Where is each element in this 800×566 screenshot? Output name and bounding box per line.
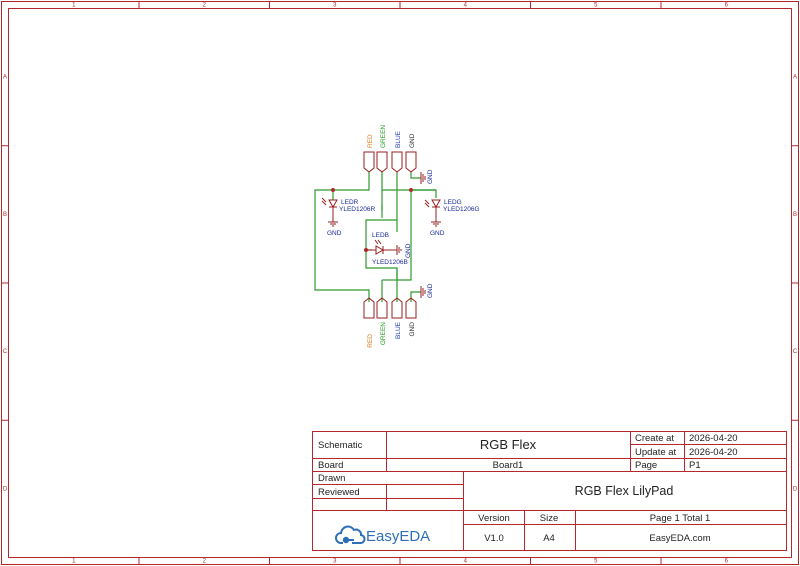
led-green-symbol (424, 199, 441, 227)
frame-column-label-bottom: 1 (72, 559, 76, 565)
bottom-connector (363, 297, 417, 319)
update-at-label: Update at (635, 447, 677, 458)
led-blue-symbol (366, 239, 402, 255)
net-label-bottom-blue: BLUE (395, 321, 402, 339)
update-at-value: 2026-04-20 (689, 447, 738, 458)
easyeda-logo: EasyEDA (335, 525, 430, 545)
page-value: P1 (689, 460, 701, 471)
frame-row-label-right: D (793, 486, 798, 492)
frame-column-label-top: 4 (464, 3, 468, 9)
ledr-ref: LEDR (341, 199, 359, 206)
page-total: Page 1 Total 1 (650, 513, 711, 524)
frame-row-label-left: C (3, 349, 8, 355)
gnd-label-top: GND (427, 169, 434, 184)
frame-column-label-bottom: 3 (333, 559, 337, 565)
frame-column-label-top: 5 (594, 3, 598, 9)
reviewed-label: Reviewed (318, 487, 360, 498)
frame-column-label-bottom: 4 (464, 559, 468, 565)
schematic-label: Schematic (318, 440, 363, 451)
frame-column-label-bottom: 5 (594, 559, 598, 565)
net-label-top-red: RED (367, 134, 374, 148)
frame-column-label-top: 3 (333, 3, 337, 9)
frame-row-label-right: B (793, 212, 797, 218)
net-label-bottom-green: GREEN (380, 322, 387, 345)
frame-column-label-bottom: 6 (725, 559, 729, 565)
ledg-value: YLED1206G (443, 206, 480, 213)
ledb-ref: LEDB (372, 232, 389, 239)
gnd-symbol-top (420, 172, 426, 184)
title-block: Schematic RGB Flex Create at 2026-04-20 … (312, 431, 787, 551)
ledg-ref: LEDG (444, 199, 462, 206)
page-label: Page (635, 460, 657, 471)
frame-row-label-left: D (3, 486, 8, 492)
ledr-value: YLED1206R (339, 206, 375, 213)
create-at-value: 2026-04-20 (689, 433, 738, 444)
version-value: V1.0 (484, 533, 504, 544)
logo-text: EasyEDA (366, 528, 430, 545)
frame-column-label-top: 2 (203, 3, 207, 9)
frame-row-label-right: A (793, 75, 797, 81)
net-label-bottom-red: RED (367, 334, 374, 348)
site-link: EasyEDA.com (649, 533, 710, 544)
led-red-symbol (321, 197, 338, 227)
size-label: Size (540, 513, 558, 524)
top-connector (363, 151, 417, 173)
drawn-label: Drawn (318, 473, 345, 484)
board-value: Board1 (493, 460, 524, 471)
frame-column-label-top: 6 (725, 3, 729, 9)
net-label-top-gnd: GND (409, 133, 416, 148)
ledr-gnd-label: GND (327, 230, 342, 237)
frame-row-label-left: A (3, 75, 7, 81)
ledb-value: YLED1206B (372, 259, 408, 266)
net-label-top-blue: BLUE (395, 130, 402, 148)
project-title: RGB Flex LilyPad (575, 484, 674, 498)
gnd-label-bottom: GND (427, 283, 434, 298)
frame-row-label-left: B (3, 212, 7, 218)
net-label-bottom-gnd: GND (409, 322, 416, 337)
frame-row-label-right: C (793, 349, 798, 355)
cloud-icon (335, 525, 366, 544)
schematic-title: RGB Flex (480, 437, 537, 452)
ledb-gnd-label: GND (405, 243, 412, 258)
frame-column-label-bottom: 2 (203, 559, 207, 565)
gnd-symbol-bottom (420, 286, 426, 298)
net-label-top-green: GREEN (380, 125, 387, 148)
frame-column-label-top: 1 (72, 3, 76, 9)
board-label: Board (318, 460, 343, 471)
size-value: A4 (543, 533, 555, 544)
ledg-gnd-label: GND (430, 230, 445, 237)
version-label: Version (478, 513, 510, 524)
create-at-label: Create at (635, 433, 674, 444)
schematic-circuit: RED GREEN BLUE GND RED GREEN BLUE GND GN… (314, 125, 480, 348)
